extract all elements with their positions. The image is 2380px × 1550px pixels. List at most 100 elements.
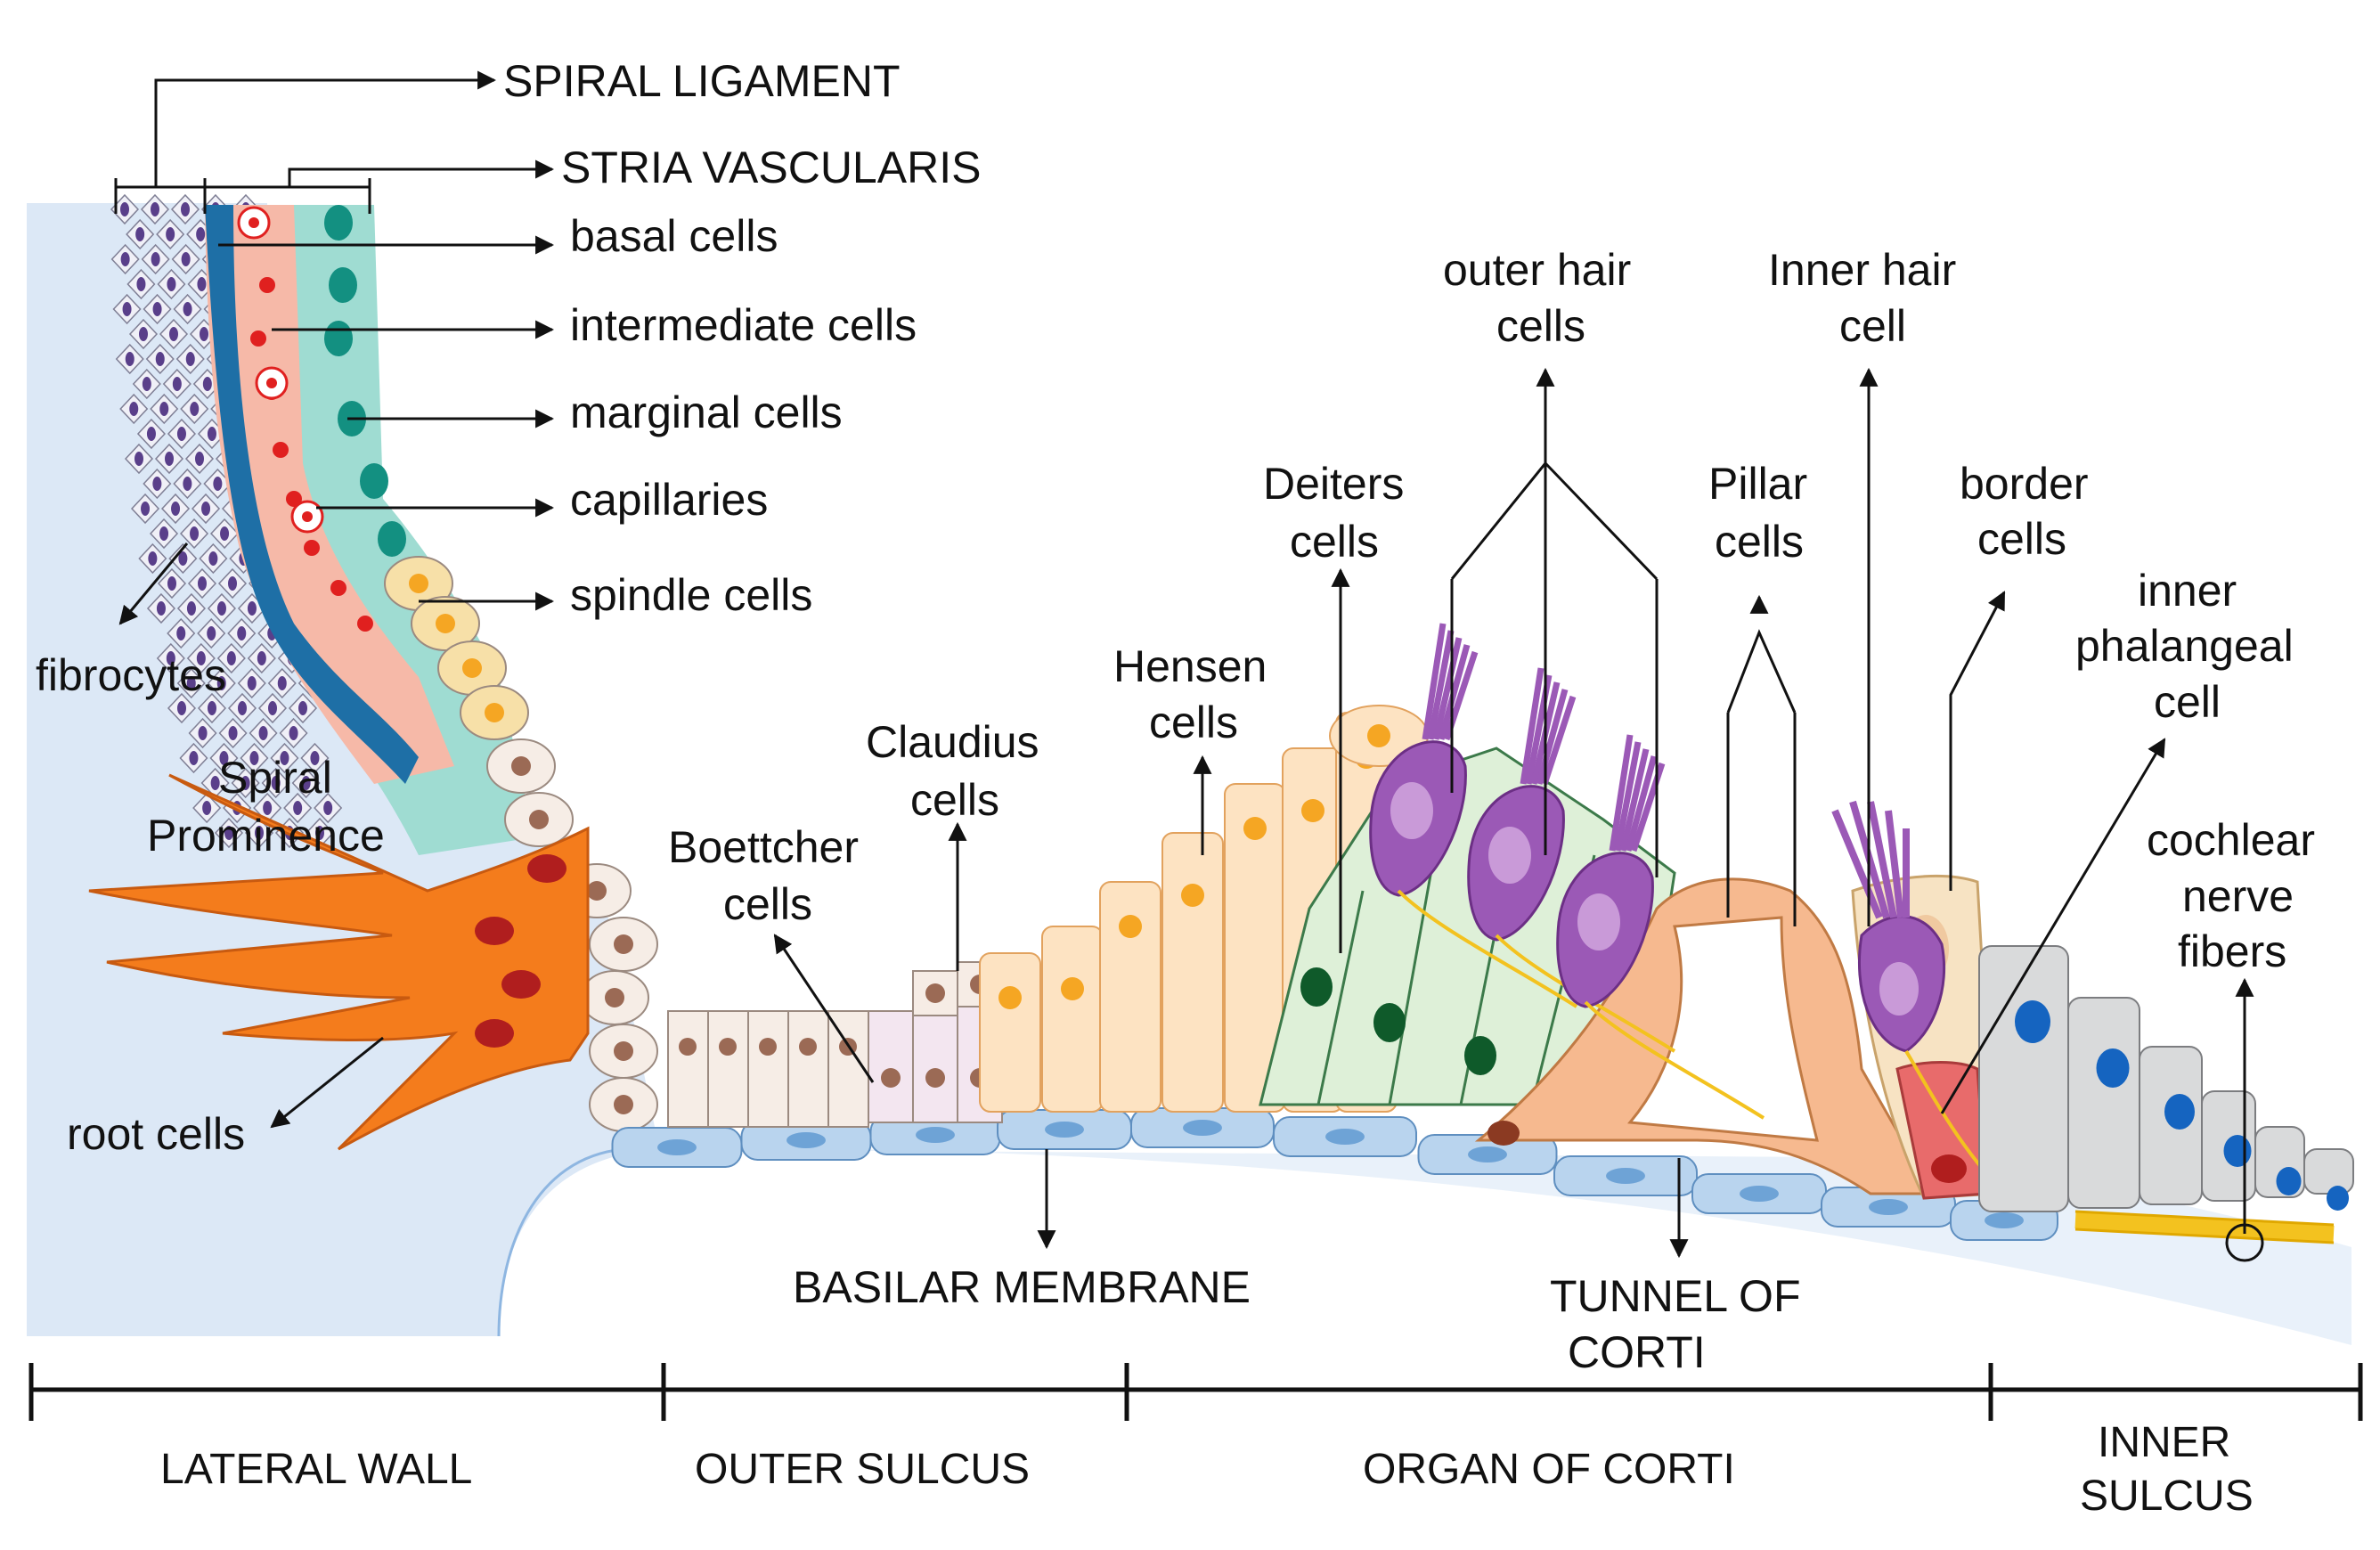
inner-hair-cell-label-line2: cell [1839, 301, 1906, 351]
basilar-membrane-label: BASILAR MEMBRANE [793, 1262, 1251, 1312]
cochlear-nerve-bundle [2074, 1210, 2335, 1244]
outer-sulcus-cell [787, 1010, 829, 1128]
basilar-nucleus [1045, 1122, 1084, 1138]
stria-vascularis-tissue [205, 205, 534, 855]
fibrocyte-nucleus [183, 477, 192, 491]
fibrocyte-nucleus [139, 327, 148, 341]
cell-nucleus [614, 1041, 633, 1061]
cell-nucleus [614, 1095, 633, 1114]
outer-hair-nucleus [1577, 893, 1620, 950]
spiral-prominence-label-line2: Prominence [147, 811, 385, 861]
boettcher-nucleus [881, 1068, 901, 1088]
region-inner-sulcus-line2: SULCUS [2080, 1472, 2254, 1520]
region-outer-sulcus: OUTER SULCUS [695, 1446, 1030, 1493]
fibrocyte-nucleus [125, 352, 134, 366]
fibrocyte-nucleus [190, 526, 200, 541]
boettcher-cells-label-line1: Boettcher [668, 822, 859, 872]
region-axis [29, 1363, 2363, 1421]
inner-sulcus-nucleus [2276, 1167, 2302, 1195]
fibrocyte-nucleus [310, 751, 320, 765]
capillary-blood-cell [249, 217, 259, 228]
outer-hair-nerve [1397, 889, 1578, 1008]
stereocilia [1427, 630, 1455, 740]
cell-nucleus [462, 658, 482, 678]
stria-nuclei [237, 205, 406, 632]
fibrocyte-nucleus [156, 601, 166, 616]
fibrocyte-nucleus [323, 801, 333, 815]
fibrocytes-label: fibrocytes [36, 650, 226, 700]
marginal-nucleus [324, 321, 353, 356]
leader-lines [114, 70, 2264, 1262]
claudius-nucleus [925, 983, 945, 1003]
fibrocyte-nucleus [238, 701, 247, 715]
fibrocyte-nucleus [200, 327, 208, 341]
fibrocyte-nucleus [167, 277, 176, 291]
fibrocyte-nucleus [268, 701, 277, 715]
fibrocyte-nucleus [151, 252, 160, 266]
region-inner-sulcus-line1: INNER [2098, 1419, 2230, 1466]
deiters-cells-label-line1: Deiters [1263, 459, 1404, 509]
inner-sulcus-cell [2067, 997, 2140, 1209]
spiral-ligament-label: SPIRAL LIGAMENT [503, 56, 900, 106]
inner-hair-cell-label-line1: Inner hair [1768, 245, 1956, 295]
fibrocyte-nucleus [181, 252, 191, 266]
boettcher-nucleus [925, 1068, 945, 1088]
deiters-cells-group [1259, 746, 1676, 1106]
outer-sulcus-nucleus [759, 1038, 777, 1056]
outer-sulcus-cell [747, 1010, 789, 1128]
fibrocyte-nucleus [186, 676, 196, 690]
inner-sulcus-nucleus [2164, 1094, 2195, 1130]
basilar-nucleus [1985, 1212, 2024, 1228]
cochlear-nerve-label-line1: cochlear [2147, 815, 2315, 865]
stereocilia [1520, 667, 1545, 785]
fibrocyte-nucleus [189, 751, 199, 765]
inner-sulcus-cell [1978, 945, 2069, 1212]
intermediate-cells [205, 205, 454, 784]
outer-sulcus-cell [707, 1010, 749, 1128]
cell-nucleus [614, 934, 633, 954]
intermediate-nucleus [357, 616, 373, 632]
basilar-membrane-cells [611, 1107, 2058, 1241]
fibrocyte-nucleus [120, 252, 130, 266]
fibrocyte-nucleus [167, 576, 176, 591]
fibrocyte-nucleus [135, 227, 145, 241]
fibrocyte-nucleus [224, 826, 233, 840]
basilar-nucleus [787, 1132, 826, 1148]
fibrocyte-nucleus [195, 452, 204, 466]
fibrocyte-nucleus [228, 726, 238, 740]
stereocilia [1609, 734, 1634, 852]
outer-hair-cells-label-line1: outer hair [1443, 245, 1631, 295]
stereocilia [1541, 695, 1577, 786]
intermediate-nucleus [273, 442, 289, 458]
basilar-nucleus [1183, 1120, 1222, 1136]
border-cells-label-line1: border [1960, 459, 2089, 509]
cell-nucleus [529, 810, 549, 829]
fibrocyte-nucleus [255, 826, 264, 840]
fibrocyte-nucleus [134, 452, 143, 466]
cell-nucleus [605, 988, 624, 1008]
fibrocyte-nucleus [247, 601, 257, 616]
fibrocyte-nucleus [159, 526, 169, 541]
hensen-nucleus [1061, 977, 1084, 1000]
fibrocyte-nucleus [146, 427, 156, 441]
fibrocyte-nucleus [166, 651, 175, 665]
inner-sulcus-nucleus [2223, 1135, 2252, 1167]
inner-sulcus-nucleus [2096, 1048, 2130, 1088]
fibrocyte-nucleus [122, 302, 132, 316]
fibrocyte-nucleus [166, 227, 175, 241]
hensen-nucleus [1119, 915, 1142, 938]
outer-hair-nerve [1584, 1000, 1765, 1120]
fibrocyte-nucleus [186, 601, 196, 616]
stereocilia [1432, 637, 1463, 740]
inner-phalangeal-label-line3: cell [2154, 677, 2221, 727]
fibrocyte-nucleus [237, 626, 247, 640]
fibrocyte-nucleus [216, 601, 226, 616]
fibrocyte-nucleus [271, 776, 281, 790]
outer-sulcus-nucleus [799, 1038, 817, 1056]
stereocilia [1619, 748, 1650, 852]
tunnel-of-corti-label-line1: TUNNEL OF [1550, 1271, 1801, 1321]
hensen-nucleus [1301, 799, 1324, 822]
cell-nucleus [485, 703, 504, 722]
fibrocyte-nucleus [148, 551, 158, 566]
stereocilia [1536, 689, 1569, 785]
